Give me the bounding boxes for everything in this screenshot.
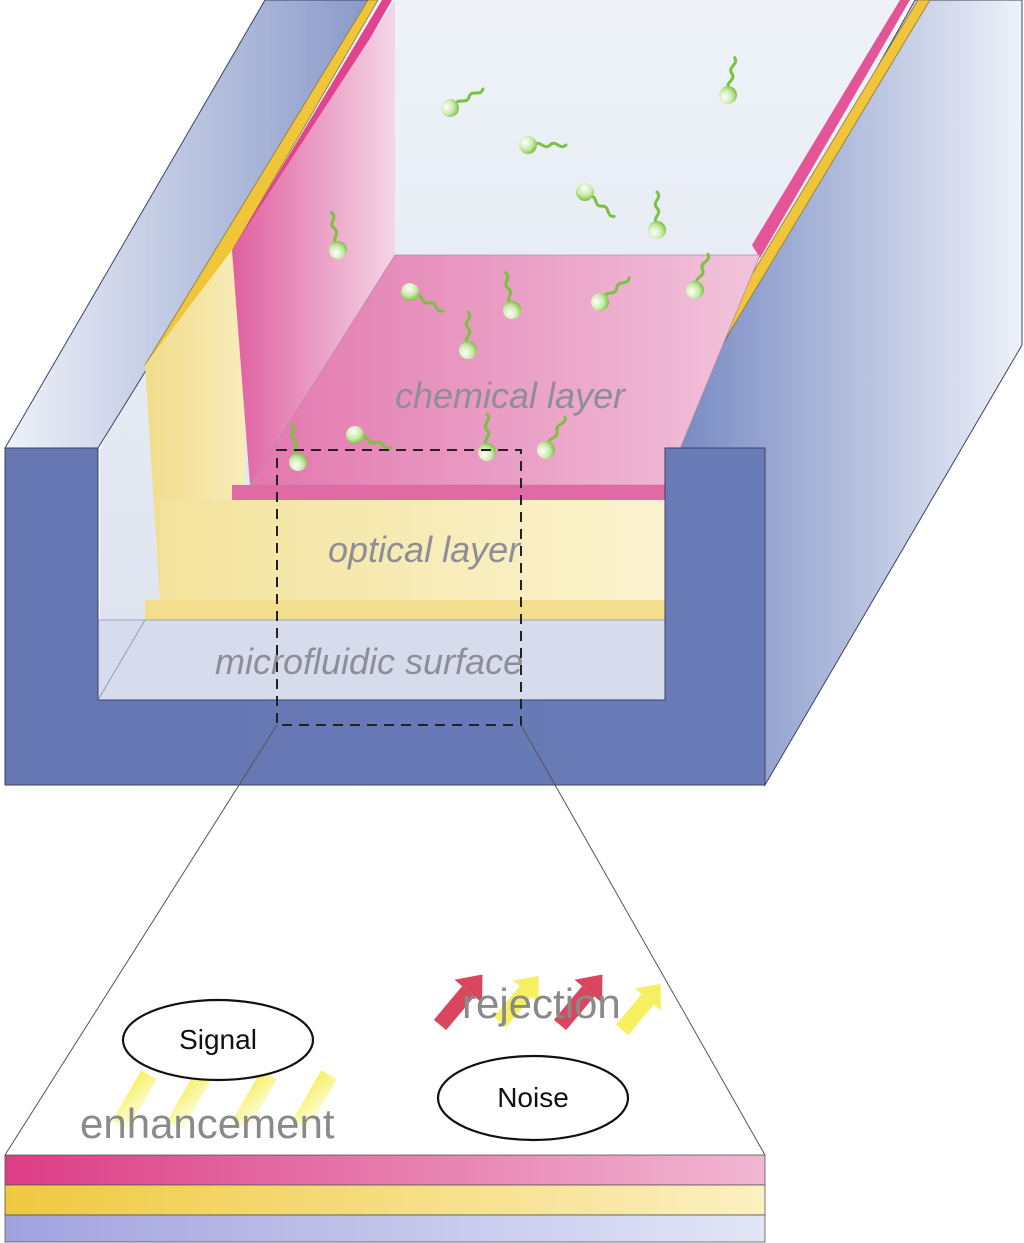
signal-oval bbox=[121, 998, 315, 1082]
band-chemical bbox=[4, 1154, 766, 1186]
zoom-region-box bbox=[276, 449, 522, 726]
rejection-arrow-red bbox=[433, 974, 483, 1031]
molecule bbox=[719, 56, 738, 104]
molecule bbox=[576, 183, 616, 218]
optical-layer-face bbox=[160, 500, 665, 618]
rejection-arrow-yellow bbox=[493, 976, 539, 1028]
molecule bbox=[478, 412, 496, 461]
molecules bbox=[289, 56, 738, 471]
rejection-arrow-red bbox=[553, 974, 603, 1031]
molecule bbox=[329, 211, 347, 259]
rejection-label: rejection bbox=[462, 980, 621, 1027]
enhancement-arrow bbox=[292, 1070, 337, 1130]
channel-front-face bbox=[4, 447, 766, 786]
enhancement-arrows bbox=[112, 1070, 337, 1130]
microfluidic-surface-label: microfluidic surface bbox=[215, 641, 523, 682]
optical-layer-label: optical layer bbox=[328, 529, 522, 570]
zoom-line-right bbox=[520, 724, 766, 1156]
optical-floor-edge bbox=[145, 600, 665, 620]
molecule bbox=[289, 423, 307, 471]
molecule bbox=[537, 415, 567, 459]
molecule bbox=[591, 276, 631, 311]
molecule bbox=[346, 426, 393, 451]
zoom-line-left bbox=[4, 724, 278, 1156]
enhancement-arrow bbox=[167, 1070, 212, 1130]
noise-oval bbox=[436, 1054, 630, 1142]
band-microfluidic bbox=[4, 1214, 766, 1243]
right-wall-pink-strip bbox=[752, 0, 910, 258]
molecule bbox=[503, 271, 521, 319]
band-optical bbox=[4, 1184, 766, 1216]
molecule bbox=[459, 310, 477, 359]
signal-label: Signal bbox=[179, 1024, 257, 1055]
molecule bbox=[519, 136, 568, 154]
molecule bbox=[401, 283, 445, 313]
rejection-arrow-yellow bbox=[615, 984, 661, 1036]
chemical-layer-edge bbox=[232, 485, 665, 500]
channel-structure bbox=[4, 0, 1023, 787]
rejection-arrows bbox=[433, 974, 661, 1036]
molecule bbox=[686, 252, 711, 299]
enhancement-arrow bbox=[232, 1070, 277, 1130]
molecule bbox=[648, 190, 666, 239]
chemical-back-wall bbox=[232, 0, 395, 485]
enhancement-arrow bbox=[112, 1070, 157, 1130]
chemical-layer-label: chemical layer bbox=[395, 375, 627, 416]
zoom-panel: enhancement rejection Signal bbox=[4, 974, 766, 1243]
enhancement-label: enhancement bbox=[80, 1100, 335, 1147]
molecule bbox=[441, 87, 485, 117]
noise-label: Noise bbox=[497, 1082, 569, 1113]
